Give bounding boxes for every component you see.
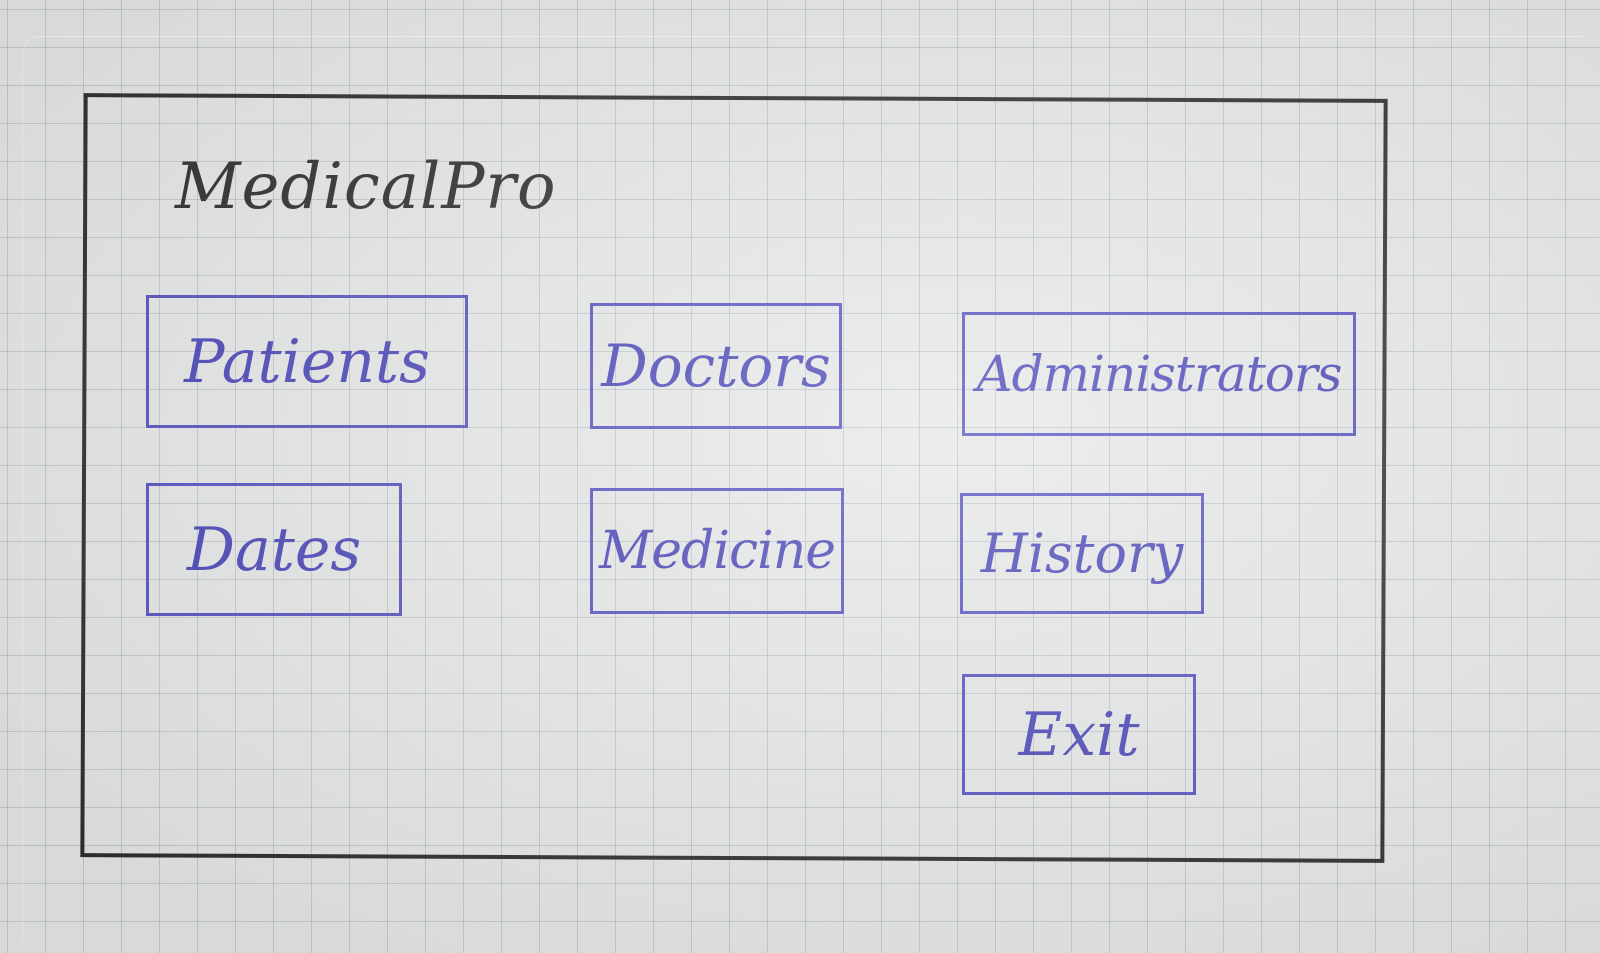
patients-button-label: Patients: [184, 326, 430, 397]
app-title: MedicalPro: [175, 150, 557, 224]
patients-button[interactable]: Patients: [146, 295, 468, 428]
history-button-label: History: [980, 522, 1184, 585]
exit-button-label: Exit: [1018, 699, 1140, 770]
administrators-button-label: Administrators: [976, 345, 1343, 403]
dates-button-label: Dates: [186, 514, 362, 585]
exit-button[interactable]: Exit: [962, 674, 1196, 795]
doctors-button-label: Doctors: [601, 332, 831, 400]
medicine-button[interactable]: Medicine: [590, 488, 844, 614]
history-button[interactable]: History: [960, 493, 1204, 614]
medicine-button-label: Medicine: [599, 521, 836, 581]
administrators-button[interactable]: Administrators: [962, 312, 1356, 436]
dates-button[interactable]: Dates: [146, 483, 402, 616]
doctors-button[interactable]: Doctors: [590, 303, 842, 429]
